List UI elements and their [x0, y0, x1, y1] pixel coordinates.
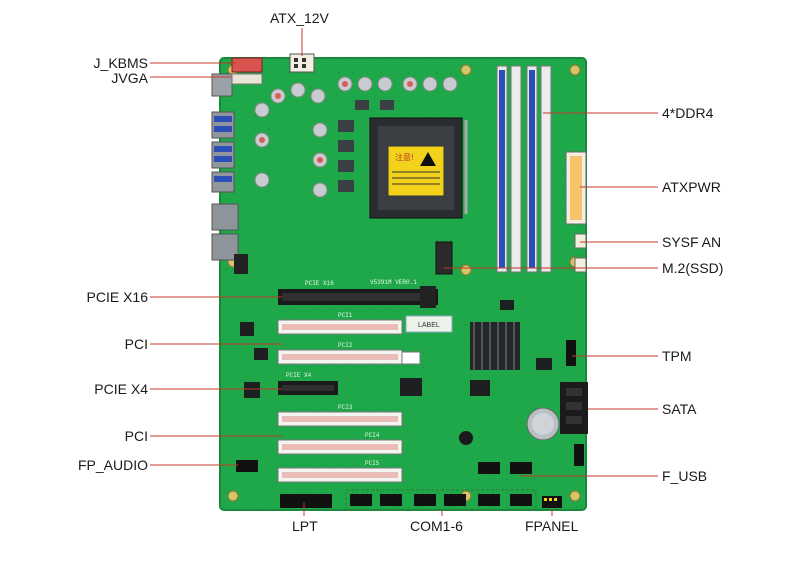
- label-fpanel: FPANEL: [525, 518, 579, 534]
- slot-pci2-text: PCI2: [338, 342, 353, 349]
- label-m2-ssd: M.2(SSD): [662, 260, 724, 276]
- label-jvga: JVGA: [111, 70, 148, 86]
- pci-slot-1: PCI1: [277, 312, 403, 335]
- pci-slot-4: PCI4: [277, 432, 403, 455]
- pci-slot-2: PCI2: [277, 342, 403, 365]
- j-kbms-connector: [231, 57, 263, 73]
- label-pci-bottom: PCI: [124, 428, 148, 444]
- slot-pci4-text: PCI4: [365, 432, 380, 439]
- slot-pcie-x16-text: PCIE X16: [305, 280, 334, 287]
- fpanel-header: [542, 496, 562, 508]
- buzzer: [459, 431, 473, 445]
- m2-slot: [435, 241, 453, 275]
- rear-io: [211, 73, 248, 274]
- label-atx-12v: ATX_12V: [270, 10, 329, 26]
- slot-pcie-x4-text: PCIE X4: [286, 372, 312, 379]
- lpt-header: [280, 494, 332, 508]
- vrm-chokes: [338, 100, 394, 192]
- label-ddr4: 4*DDR4: [662, 105, 714, 121]
- pci-slot-3: PCI3: [277, 404, 403, 427]
- jvga-connector: [231, 73, 263, 85]
- label-sticker: [405, 315, 453, 333]
- label-fp-audio: FP_AUDIO: [77, 457, 148, 473]
- label-pci-top: PCI: [124, 336, 148, 352]
- label-lpt: LPT: [292, 518, 318, 534]
- label-com: COM1-6: [410, 518, 463, 534]
- label-f-usb: F_USB: [662, 468, 708, 484]
- cpu-socket: 注意!: [369, 117, 468, 219]
- pcie-x4-slot: PCIE X4: [278, 372, 338, 395]
- chipset-heatsink: [470, 322, 520, 370]
- board-model-text: V5391M VER0.1: [370, 279, 417, 286]
- label-pcie-x4: PCIE X4: [94, 381, 148, 397]
- tpm-header: [566, 340, 576, 366]
- pcie-x16-slot: PCIE X16: [278, 280, 438, 308]
- label-sata: SATA: [662, 401, 697, 417]
- atx-power-connector: [565, 151, 587, 225]
- ddr4-slots: [496, 65, 552, 273]
- f-usb-headers: [478, 444, 584, 474]
- label-tpm: TPM: [662, 348, 692, 364]
- leader-lines: [150, 28, 658, 516]
- label-sticker-text: LABEL: [418, 322, 440, 329]
- cpu-warning-text: 注意!: [395, 152, 414, 162]
- atx12v-connector: [289, 53, 315, 73]
- label-j-kbms: J_KBMS: [93, 55, 148, 71]
- ic-chips: [240, 300, 552, 398]
- slot-pci3-text: PCI3: [338, 404, 353, 411]
- slot-pci5-text: PCI5: [365, 460, 380, 467]
- sata-ports: [560, 382, 588, 434]
- label-sysf-an: SYSF AN: [662, 234, 722, 250]
- com-headers: [350, 494, 532, 506]
- pci-slot-5: PCI5: [277, 460, 403, 483]
- label-pcie-x16: PCIE X16: [86, 289, 148, 305]
- sysfan-connector: [574, 233, 587, 249]
- slot-pci1-text: PCI1: [338, 312, 353, 319]
- fp-audio-header: [236, 460, 258, 472]
- label-atxpwr: ATXPWR: [662, 179, 721, 195]
